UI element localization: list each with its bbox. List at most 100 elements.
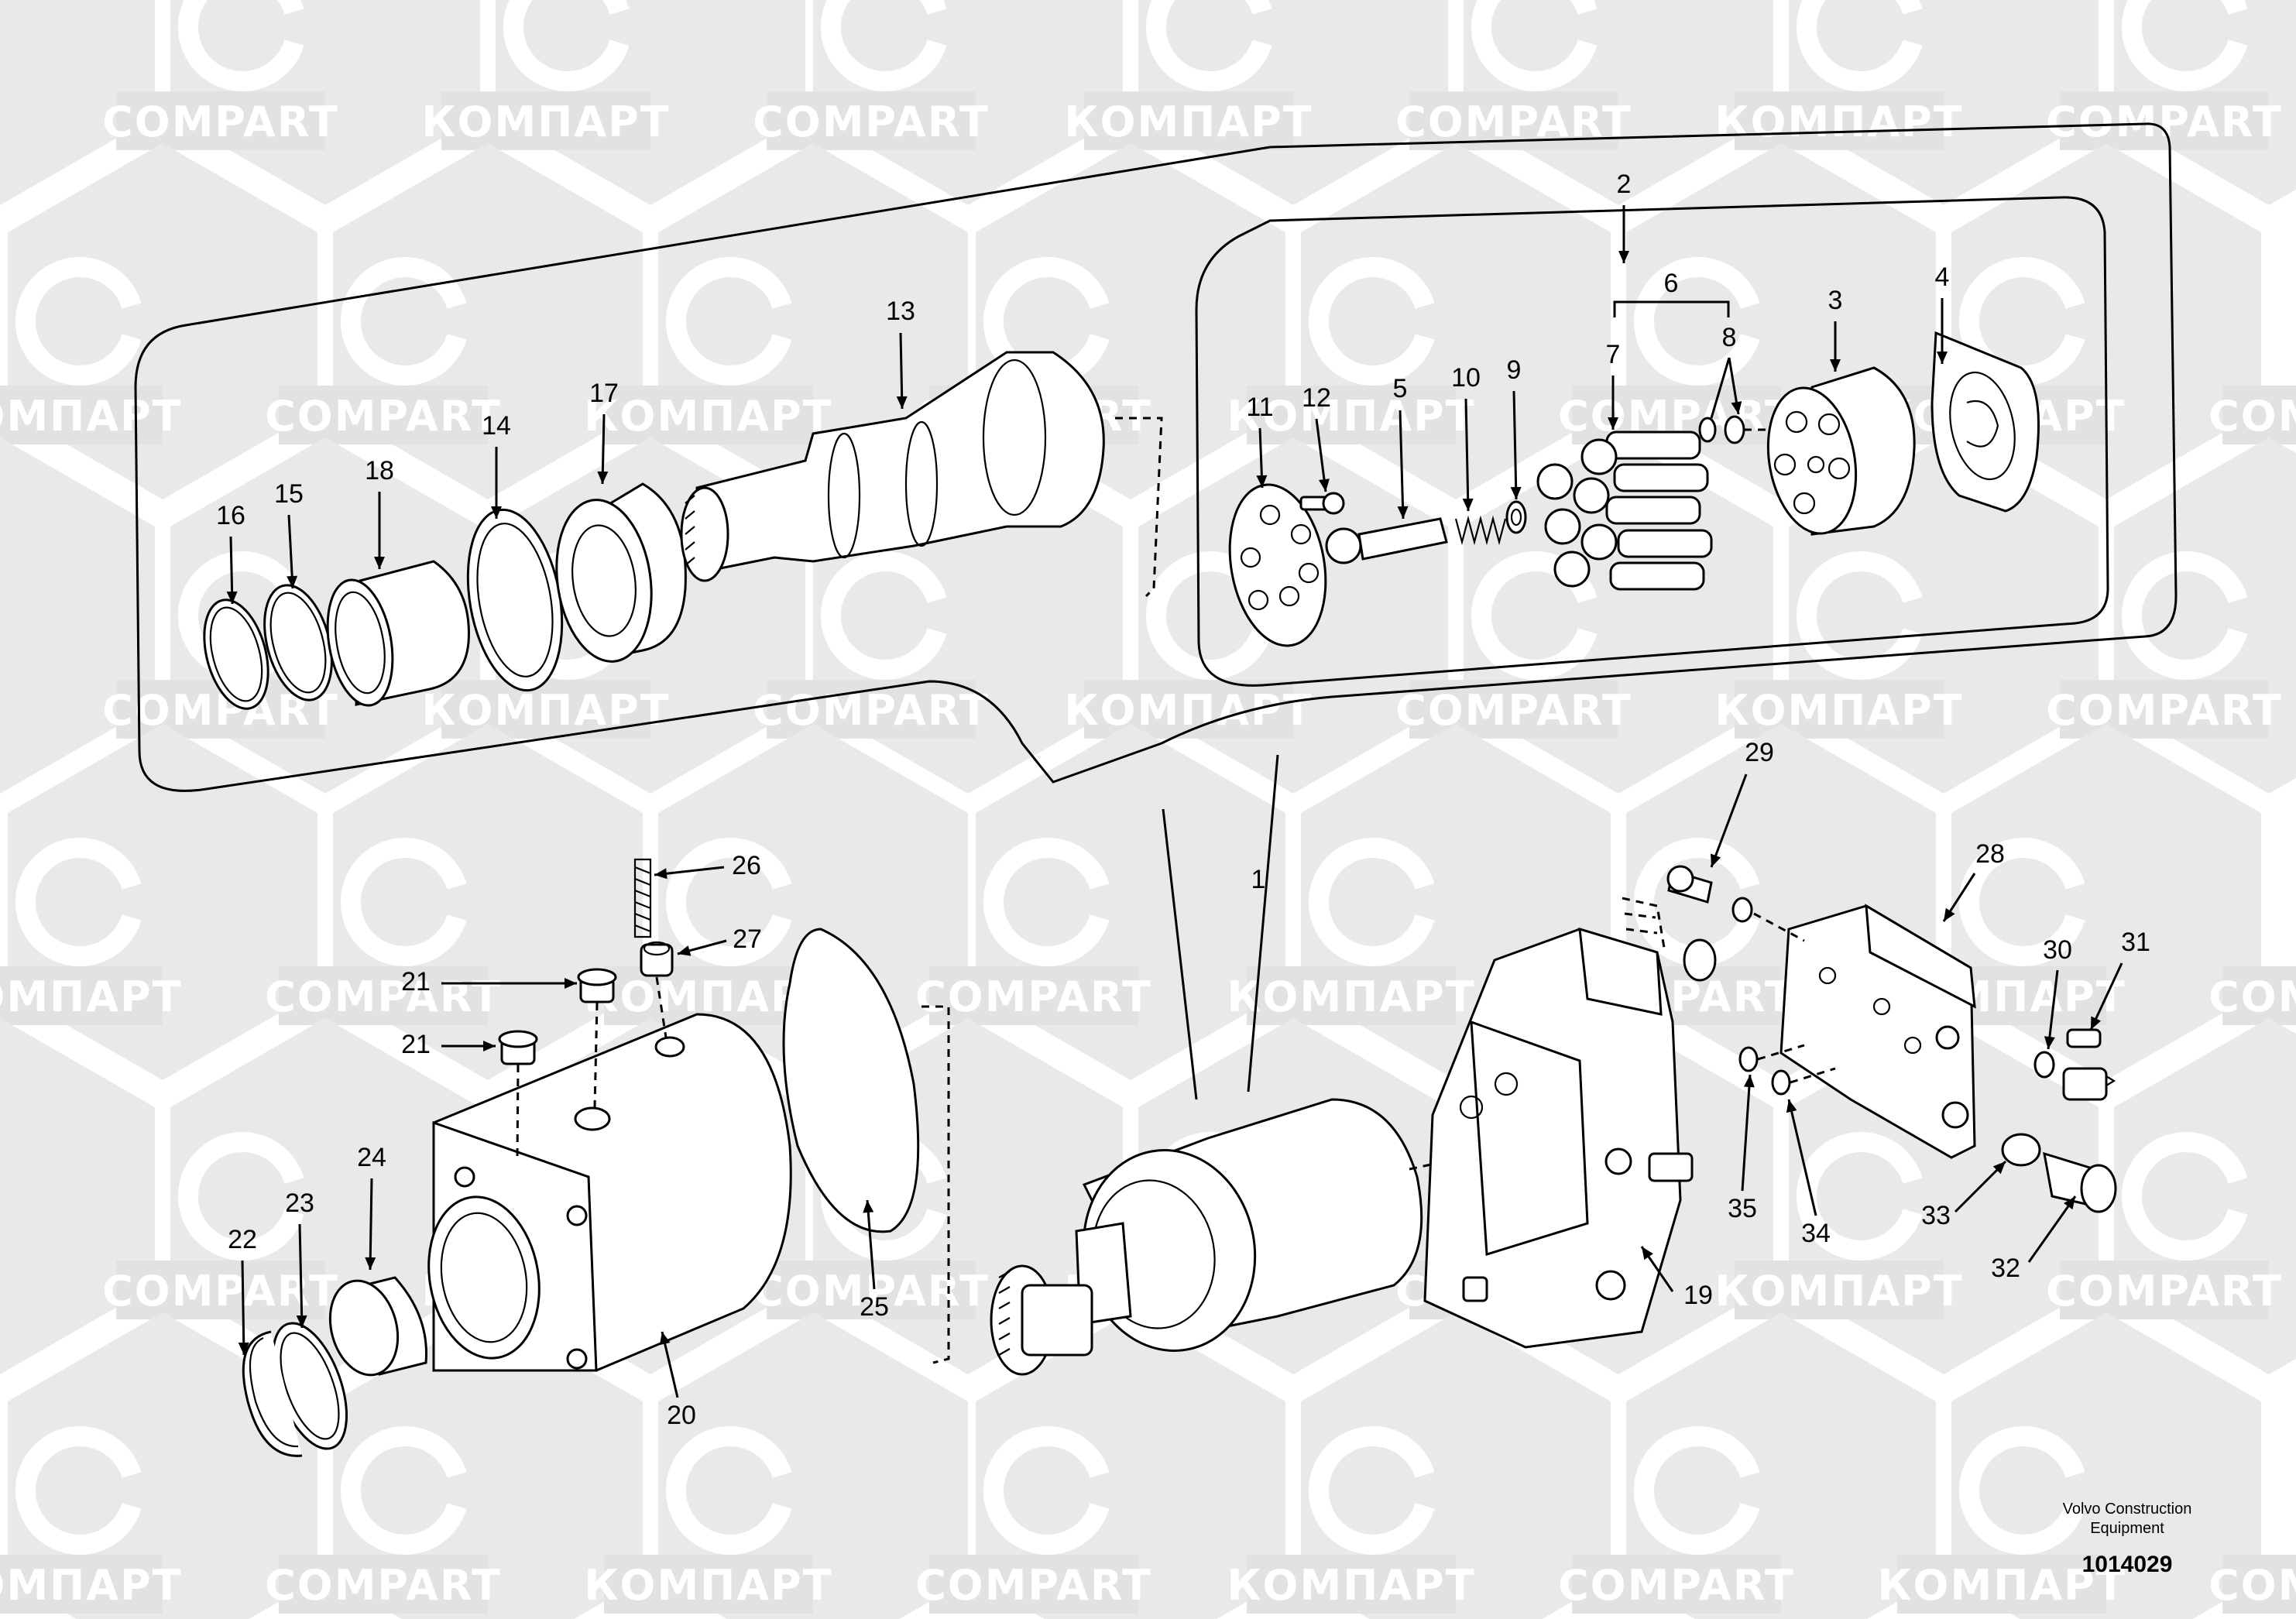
watermark-word: COMPART: [102, 1267, 339, 1315]
part-3-cylinder-block: [1766, 366, 1916, 536]
part-12-bolt: [1299, 492, 1345, 515]
arrowhead: [483, 1041, 496, 1051]
watermark-word: COMPART: [2046, 686, 2283, 735]
arrowhead: [374, 557, 385, 569]
callout-15: 15: [274, 479, 304, 509]
watermark-banner: [279, 1555, 488, 1614]
arrowhead: [2044, 1036, 2055, 1049]
watermark-banner: [1735, 1261, 1944, 1319]
watermark-word: КОМПАРТ: [421, 98, 670, 146]
leader-line-24: [369, 1178, 373, 1271]
watermark-word: КОМПАРТ: [1064, 98, 1313, 146]
arrowhead: [1937, 352, 1948, 364]
part-21-plugs: [498, 968, 617, 1162]
arrowhead: [287, 575, 298, 588]
watermark-hexagon: [1301, 143, 1611, 499]
part-29-fitting: [1666, 865, 1805, 982]
callout-33: 33: [1921, 1201, 1951, 1230]
part-19-valve-block: [1423, 897, 1694, 1349]
watermark-hexagon: [976, 724, 1285, 1080]
watermark-word: КОМПАРТ: [1877, 1561, 2126, 1610]
watermark-word: COMPART: [1558, 1561, 1795, 1610]
callout-35: 35: [1728, 1194, 1757, 1223]
arrowhead: [1711, 853, 1721, 867]
watermark-word: COMPART: [753, 686, 990, 735]
watermark-word: КОМПАРТ: [0, 1561, 183, 1610]
watermark-banner: [116, 91, 325, 150]
arrowhead: [226, 591, 238, 604]
part-5-center-pin: [1325, 517, 1448, 564]
watermark-banner: [2222, 1555, 2296, 1614]
arrowhead: [654, 868, 668, 880]
watermark-hexagon: [2114, 1018, 2296, 1374]
leader-line-29: [1710, 773, 1748, 868]
part-7-piston-set: [1536, 430, 1713, 591]
watermark-banner: [2060, 1261, 2269, 1319]
watermark-banner: [2222, 386, 2296, 444]
arrowhead: [1731, 401, 1742, 414]
watermark-word: КОМПАРТ: [0, 392, 183, 441]
arrowhead: [365, 1257, 376, 1270]
arrowhead: [1786, 1099, 1797, 1113]
callout-24: 24: [357, 1143, 386, 1172]
callout-11: 11: [1246, 393, 1273, 422]
watermark-banner: [1735, 91, 1944, 150]
watermark-word: COMPART: [2208, 1561, 2296, 1610]
callout-25: 25: [860, 1292, 889, 1322]
part-30-31-orings-and-plug: [2033, 1028, 2116, 1101]
leader-line-35: [1741, 1074, 1752, 1192]
leader-line-32: [2027, 1195, 2077, 1263]
leader-line-6: [1613, 300, 1730, 317]
watermark-hexagon: [333, 724, 643, 1080]
watermark-banner: [1572, 1555, 1781, 1614]
watermark-word: КОМПАРТ: [584, 1561, 832, 1610]
callout-27: 27: [733, 924, 762, 954]
watermark-banner: [1735, 680, 1944, 739]
arrowhead: [678, 945, 692, 956]
watermark-banner: [1247, 1555, 1456, 1614]
arrowhead: [565, 978, 577, 989]
leader-line-10: [1464, 398, 1470, 512]
callout-17: 17: [589, 379, 619, 408]
part-27-nut: [640, 941, 674, 1038]
watermark-word: COMPART: [2208, 972, 2296, 1021]
callout-23: 23: [285, 1189, 314, 1218]
callout-12: 12: [1302, 383, 1331, 413]
callout-14: 14: [482, 411, 511, 441]
watermark-banner: [767, 1261, 976, 1319]
callout-18: 18: [365, 456, 394, 485]
leader-line-9: [1512, 390, 1518, 500]
watermark-banner: [1897, 1555, 2106, 1614]
part-9-washer: [1505, 500, 1527, 534]
callout-8: 8: [1722, 323, 1737, 352]
footer-drawing-number: 1014029: [2082, 1552, 2173, 1577]
arrowhead: [1256, 475, 1268, 488]
callout-4: 4: [1935, 262, 1950, 292]
callout-22: 22: [228, 1225, 257, 1254]
upper-detail-balloon: [134, 122, 2178, 1100]
watermark-word: КОМПАРТ: [1714, 1267, 1963, 1315]
watermark-banner: [604, 1555, 813, 1614]
arrowhead: [1618, 251, 1629, 263]
watermark-hexagon: [1951, 724, 2261, 1080]
watermark-word: COMPART: [265, 1561, 502, 1610]
watermark-hexagon: [0, 1018, 155, 1374]
part-20-motor-housing: [427, 1013, 792, 1372]
callout-30: 30: [2043, 935, 2072, 965]
watermark-hexagon: [0, 437, 155, 794]
arrowhead: [597, 471, 609, 484]
watermark-word: COMPART: [1395, 686, 1632, 735]
arrowhead: [2064, 1196, 2075, 1210]
part-11-retainer-plate: [1228, 483, 1327, 647]
part-10-spring: [1454, 515, 1507, 546]
watermark-word: КОМПАРТ: [1227, 392, 1475, 441]
watermark-word: COMPART: [2046, 1267, 2283, 1315]
arrowhead: [1992, 1161, 2006, 1175]
watermark-word: COMPART: [915, 972, 1152, 1021]
watermark-word: КОМПАРТ: [1714, 686, 1963, 735]
watermark-hexagon: [8, 724, 317, 1080]
arrowhead: [1319, 478, 1330, 492]
part-24-bearing-race: [328, 1276, 427, 1377]
